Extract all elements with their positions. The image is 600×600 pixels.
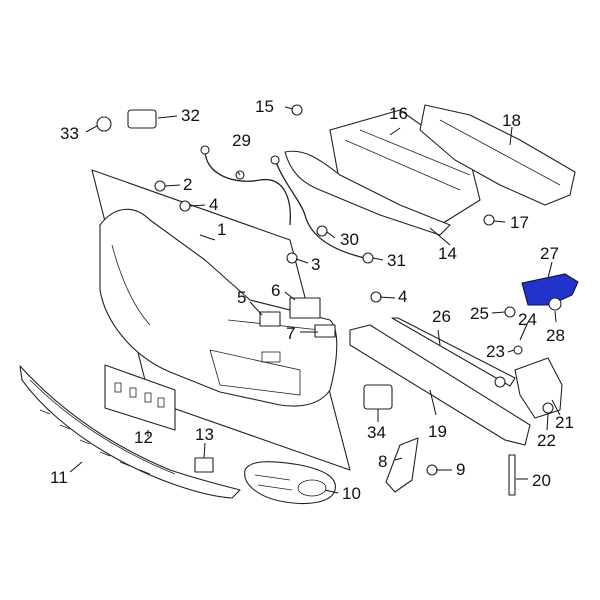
part-27-guide-bracket-highlighted — [521, 273, 579, 306]
callout-4b: 4 — [398, 287, 407, 306]
part-21-bracket — [514, 357, 563, 419]
callout-2: 2 — [183, 175, 192, 194]
callout-25: 25 — [470, 304, 489, 323]
callout-15: 15 — [255, 97, 274, 116]
part-1-bumper-cover — [99, 208, 338, 407]
callout-27: 27 — [540, 244, 559, 263]
callout-1: 1 — [217, 220, 226, 239]
callout-19: 19 — [428, 422, 447, 441]
callout-31: 31 — [387, 251, 406, 270]
part-13-clip — [194, 457, 214, 473]
callout-24: 24 — [518, 310, 537, 329]
callout-33: 33 — [60, 124, 79, 143]
part-11-lower-spoiler — [19, 365, 241, 499]
part-14-lower-air-deflector — [284, 150, 451, 236]
callout-26: 26 — [432, 307, 451, 326]
callout-12: 12 — [134, 428, 153, 447]
leader-lines — [69, 106, 561, 494]
callout-5: 5 — [237, 288, 246, 307]
callout-10: 10 — [342, 484, 361, 503]
part-10-fog-lamp-grille — [244, 461, 336, 505]
callout-14: 14 — [438, 244, 457, 263]
callout-21: 21 — [555, 413, 574, 432]
callout-6: 6 — [271, 281, 280, 300]
callout-32: 32 — [181, 106, 200, 125]
callout-23: 23 — [486, 342, 505, 361]
part-12-license-plate-bracket — [104, 364, 176, 431]
callout-7: 7 — [286, 324, 295, 343]
callout-9: 9 — [456, 460, 465, 479]
callout-4a: 4 — [209, 195, 218, 214]
callout-labels: 1 2 3 4 4 5 6 7 8 9 10 11 12 13 14 15 16… — [50, 97, 574, 503]
part-19-impact-bar — [349, 324, 531, 446]
callout-30: 30 — [340, 230, 359, 249]
part-18-energy-absorber — [419, 104, 576, 206]
callout-34: 34 — [367, 423, 386, 442]
callout-13: 13 — [195, 425, 214, 444]
callout-22: 22 — [537, 431, 556, 450]
callout-20: 20 — [532, 471, 551, 490]
part-8-bracket — [385, 437, 419, 493]
part-34-module — [363, 384, 393, 410]
callout-16: 16 — [389, 104, 408, 123]
callout-28: 28 — [546, 326, 565, 345]
part-26-upper-support — [391, 317, 516, 387]
callout-3: 3 — [311, 255, 320, 274]
callout-29: 29 — [232, 131, 251, 150]
callout-18: 18 — [502, 111, 521, 130]
callout-8: 8 — [378, 452, 387, 471]
callout-11: 11 — [50, 468, 68, 487]
callout-17: 17 — [510, 213, 529, 232]
